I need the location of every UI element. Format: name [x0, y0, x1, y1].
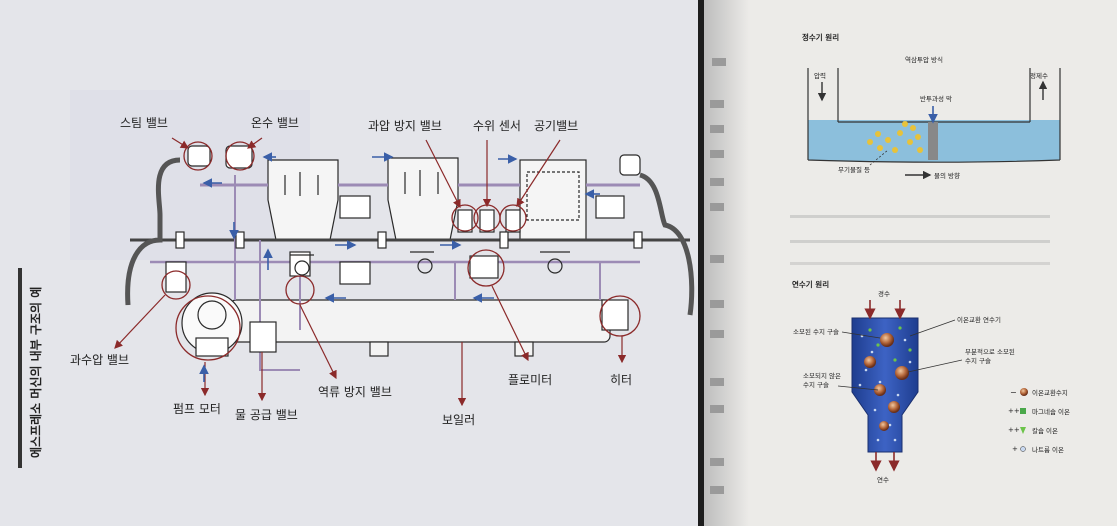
semipermeable-membrane: [928, 122, 938, 160]
purifier-diagram: 정수기 원리 역삼투압 방식 압력 정제수 반투과성 막: [802, 32, 1061, 180]
membrane-label: 반투과성 막: [920, 94, 952, 103]
label-overpressure-valve: 과압 방지 밸브: [368, 119, 442, 133]
green-ion-dots: [868, 326, 912, 362]
label-over-pressure-valve: 과수압 밸브: [70, 353, 129, 367]
label-flowmeter: 플로미터: [508, 373, 552, 387]
impurities-label: 무기물질 등: [838, 165, 870, 174]
outflow-label: 연수: [877, 476, 889, 484]
purifier-output-label: 정제수: [1030, 71, 1048, 80]
softener-legend: − 이온교환수지 ++ 마그네슘 이온 ++ 칼슘 이온 + 나트륨 이온: [1008, 388, 1070, 454]
legend-resin: 이온교환수지: [1032, 388, 1068, 397]
label-air-valve: 공기밸브: [534, 119, 578, 133]
body-text-fragments: [710, 58, 1050, 494]
label-water-supply-valve: 물 공급 밸브: [235, 408, 298, 422]
purifier-title: 정수기 원리: [802, 32, 839, 42]
legend-calcium: 칼슘 이온: [1032, 426, 1058, 435]
right-page: [704, 0, 1117, 526]
purifier-subtitle: 역삼투압 방식: [905, 55, 943, 64]
softener-diagram: 연수기 원리: [792, 279, 1070, 484]
legend-magnesium: 마그네슘 이온: [1032, 407, 1070, 416]
label-hot-water-valve: 온수 밸브: [251, 116, 299, 130]
partial-resin-label-2: 수지 구슬: [965, 356, 991, 365]
inflow-label: 경수: [878, 289, 890, 298]
partial-resin-label-1: 부분적으로 소모된: [965, 348, 1015, 356]
svg-text:++: ++: [1008, 407, 1020, 415]
softener-tank: [851, 317, 919, 453]
label-arrows: [114, 137, 627, 407]
svg-text:−: −: [1010, 388, 1017, 397]
spine-title: 에스프레소 머신의 내부 구조의 예: [28, 287, 43, 458]
ion-dots: [858, 334, 912, 442]
flow-arrows: [199, 152, 600, 382]
label-steam-valve: 스팀 밸브: [120, 116, 168, 130]
flow-direction-label: 물의 방향: [934, 171, 960, 180]
spine-bar: [18, 268, 22, 468]
machine-labels: 스팀 밸브 온수 밸브 과압 방지 밸브 수위 센서 공기밸브 과수압 밸브 펌…: [70, 116, 632, 427]
machine-diagram: [70, 90, 695, 371]
book-gutter: [698, 0, 704, 526]
purifier-pressure-label: 압력: [814, 72, 826, 80]
label-heater: 히터: [610, 373, 632, 387]
svg-text:++: ++: [1008, 426, 1020, 434]
unused-resin-label-1: 소모되지 않은: [803, 371, 841, 380]
svg-text:+: +: [1012, 445, 1018, 453]
unused-resin-label-2: 수지 구슬: [803, 380, 829, 389]
label-pump-motor: 펌프 모터: [173, 402, 221, 416]
resin-beads: [864, 333, 909, 431]
legend-sodium: 나트륨 이온: [1032, 445, 1064, 454]
highlight-circles: [161, 141, 641, 361]
ion-softener-label: 이온교환 연수기: [957, 315, 1001, 324]
impurity-particles: [867, 121, 923, 153]
consumed-resin-label: 소모된 수지 구슬: [793, 327, 839, 336]
label-level-sensor: 수위 센서: [473, 119, 521, 133]
softener-title: 연수기 원리: [792, 279, 829, 289]
label-boiler: 보일러: [442, 413, 475, 427]
label-check-valve: 역류 방지 밸브: [318, 385, 392, 399]
